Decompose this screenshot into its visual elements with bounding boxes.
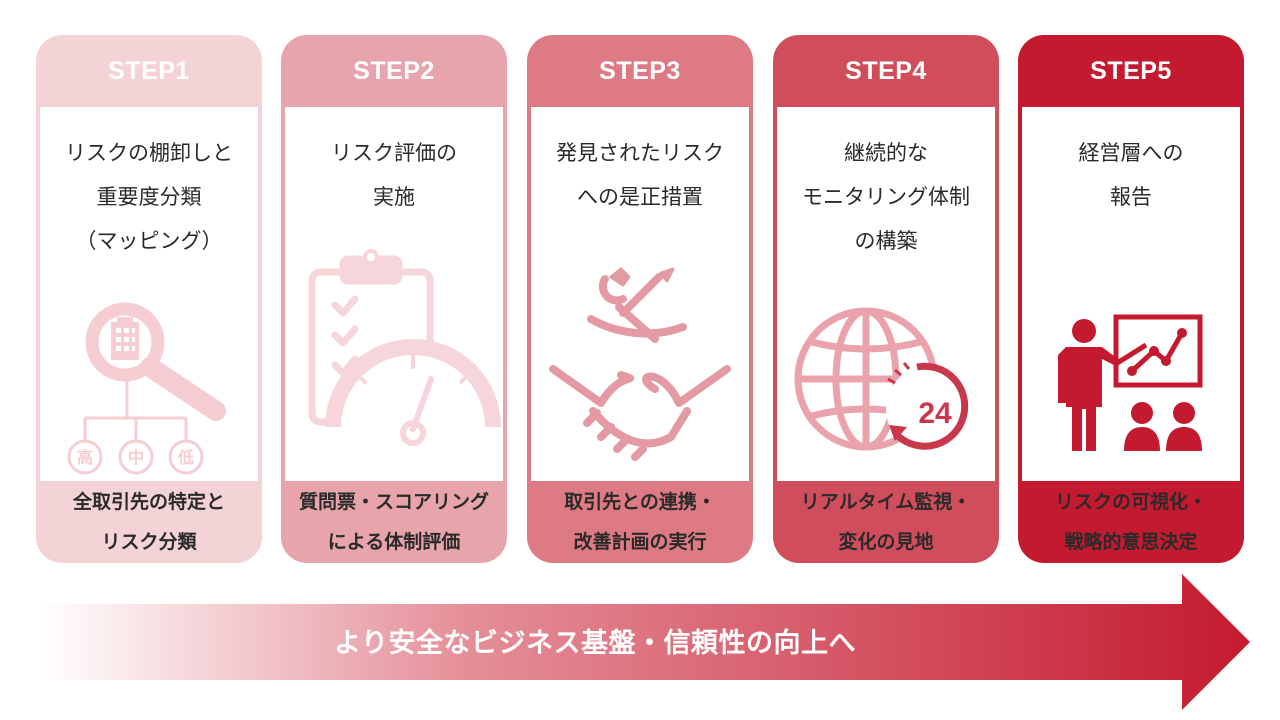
- step-1-title-line-3: （マッピング）: [75, 229, 223, 253]
- level-medium-label: 中: [128, 448, 144, 467]
- step-4-title-line-1: 継続的な: [844, 141, 928, 165]
- step-4-footer-line-1: リアルタイム監視・: [800, 491, 972, 513]
- 24-hour-label: 24: [918, 397, 952, 430]
- step-3-footer-line-1: 取引先との連携・: [564, 491, 716, 513]
- step-card-5: STEP5 経営層への 報告 リスクの可視化・: [1018, 35, 1244, 563]
- step-card-1: STEP1 リスクの棚卸しと 重要度分類 （マッピング）: [36, 35, 262, 563]
- step-1-footer-line-2: リスク分類: [101, 531, 197, 553]
- magnifier-building-hierarchy-icon: 高 中 低: [67, 302, 226, 475]
- step-5-body: 経営層への 報告: [1022, 107, 1240, 481]
- step-3-title-line-2: への是正措置: [577, 185, 703, 209]
- step-2-title-line-2: 実施: [373, 185, 415, 209]
- clipboard-gauge-icon: [308, 249, 501, 446]
- step-4-title-line-3: の構築: [854, 229, 918, 253]
- step-card-2: STEP2 リスク評価の 実施: [281, 35, 507, 563]
- handshake-tools-icon: [549, 267, 731, 461]
- step-4-title: 継続的な モニタリング体制 の構築: [777, 131, 995, 263]
- step-5-title-line-2: 報告: [1110, 185, 1152, 209]
- step-4-body: 継続的な モニタリング体制 の構築 24: [777, 107, 995, 481]
- step-1-label: STEP1: [108, 56, 190, 85]
- step-5-footer-line-2: 戦略的意思決定: [1064, 531, 1198, 553]
- step-2-title: リスク評価の 実施: [285, 131, 503, 219]
- step-1-title-line-1: リスクの棚卸しと: [65, 141, 233, 165]
- step-4-footer-line-2: 変化の見地: [838, 531, 934, 553]
- arrow-label: より安全なビジネス基盤・信頼性の向上へ: [334, 627, 856, 659]
- step-5-title: 経営層への 報告: [1022, 131, 1240, 219]
- step-5-footer-line-1: リスクの可視化・: [1054, 491, 1207, 513]
- step-5-title-line-1: 経営層への: [1078, 141, 1184, 165]
- step-1-title-line-2: 重要度分類: [96, 185, 202, 209]
- step-card-3: STEP3 発見されたリスク への是正措置 取引: [527, 35, 753, 563]
- step-3-footer: 取引先との連携・ 改善計画の実行: [527, 481, 753, 563]
- step-5-label: STEP5: [1090, 56, 1172, 85]
- step-1-footer-line-1: 全取引先の特定と: [72, 491, 225, 513]
- step-3-title-line-1: 発見されたリスク: [556, 141, 724, 165]
- step-1-footer: 全取引先の特定と リスク分類: [36, 481, 262, 563]
- level-high-label: 高: [77, 448, 93, 467]
- step-4-title-line-2: モニタリング体制: [802, 185, 970, 209]
- step-2-footer-line-2: による体制評価: [327, 531, 461, 553]
- step-2-title-line-1: リスク評価の: [331, 141, 457, 165]
- step-4-footer: リアルタイム監視・ 変化の見地: [773, 481, 999, 563]
- step-2-footer: 質問票・スコアリング による体制評価: [281, 481, 507, 563]
- globe-24h-icon: 24: [794, 307, 974, 453]
- step-3-body: 発見されたリスク への是正措置: [531, 107, 749, 481]
- step-2-label: STEP2: [353, 56, 435, 85]
- step-2-body: リスク評価の 実施: [285, 107, 503, 481]
- step-3-title: 発見されたリスク への是正措置: [531, 131, 749, 219]
- progress-arrow: [40, 574, 1250, 710]
- step-5-footer: リスクの可視化・ 戦略的意思決定: [1018, 481, 1244, 563]
- step-3-footer-line-2: 改善計画の実行: [573, 531, 707, 553]
- level-low-label: 低: [177, 448, 194, 467]
- step-2-footer-line-1: 質問票・スコアリング: [298, 491, 489, 513]
- step-3-label: STEP3: [599, 56, 681, 85]
- step-card-4: STEP4 継続的な モニタリング体制 の構築 24 リアルタイム監視・ 変化の…: [773, 35, 999, 563]
- step-1-body: リスクの棚卸しと 重要度分類 （マッピング）: [40, 107, 258, 481]
- step-1-title: リスクの棚卸しと 重要度分類 （マッピング）: [40, 131, 258, 263]
- presenter-chart-audience-icon: [1058, 314, 1203, 451]
- step-4-label: STEP4: [845, 56, 927, 85]
